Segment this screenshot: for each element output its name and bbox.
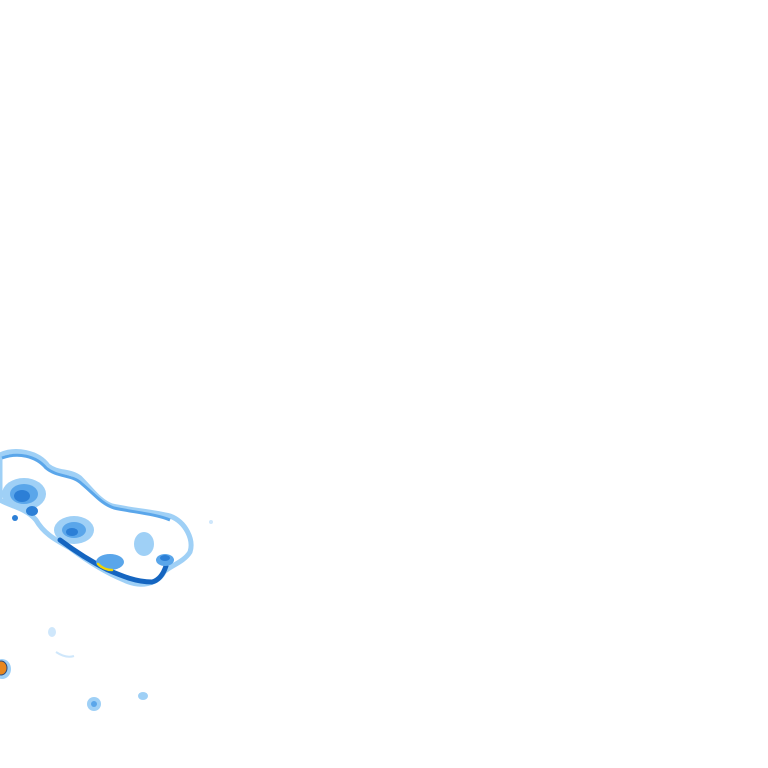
small-cell-c	[138, 692, 148, 700]
cell-south-band	[57, 537, 169, 585]
small-arc	[55, 651, 75, 658]
cell-east	[134, 520, 213, 566]
west-dot	[12, 515, 18, 521]
yellow-spot	[96, 562, 114, 572]
cell-west-core	[2, 478, 46, 521]
southwest-core	[0, 660, 8, 676]
small-cell-b-core	[91, 701, 97, 707]
south-band-core	[96, 554, 124, 570]
cell-small-cells	[48, 627, 148, 711]
east-cell-light	[134, 532, 154, 556]
small-cell-a	[48, 627, 56, 637]
main-band-outer	[0, 449, 194, 587]
cell-main-band	[0, 449, 194, 587]
cell-southwest	[0, 659, 11, 679]
west-core-tail	[26, 506, 38, 516]
main-band-inner	[1, 453, 171, 522]
cell-central-core	[54, 516, 94, 544]
central-core-strong	[66, 528, 78, 536]
west-core-strong	[14, 490, 30, 502]
south-band-stroke	[57, 537, 169, 585]
east-cell-strong	[160, 555, 170, 561]
east-tiny-dot	[209, 520, 213, 524]
